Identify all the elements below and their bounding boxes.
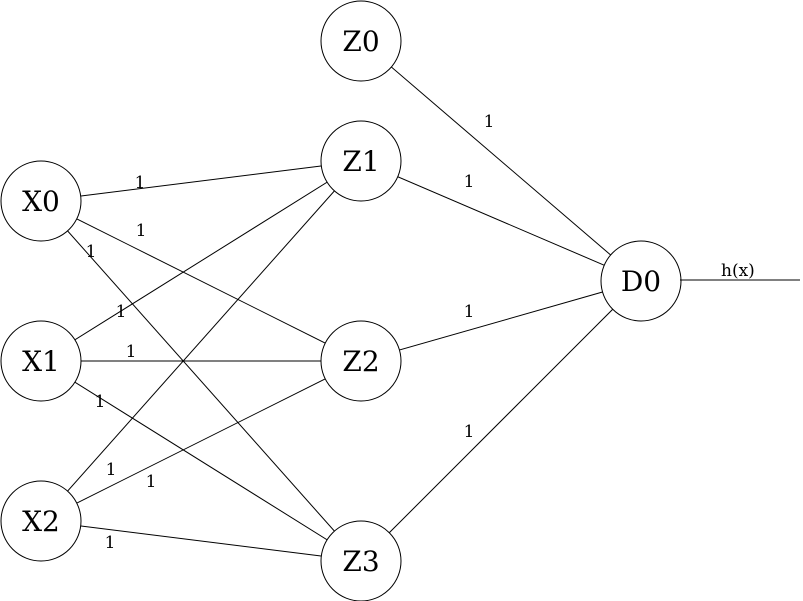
weight-label-z1-d0: 1	[464, 172, 475, 192]
weights-layer: 1 1 1 1 1 1 1 1 1 1 1 1 1	[86, 112, 495, 553]
node-label: Z0	[342, 25, 379, 58]
edge-x2-z1	[40, 160, 362, 522]
edge-x2-z3	[40, 520, 362, 562]
node-z0: Z0	[320, 0, 402, 82]
edge-x1-z3	[40, 360, 362, 562]
node-circle	[0, 480, 82, 562]
node-circle	[320, 520, 402, 601]
weight-label-z2-d0: 1	[464, 302, 475, 322]
edge-z3-d0	[360, 280, 642, 562]
node-z3: Z3	[320, 520, 402, 601]
weight-label-x0-z2: 1	[136, 221, 147, 241]
node-label: X2	[22, 505, 60, 538]
weight-label-x0-z1: 1	[135, 173, 146, 193]
node-circle	[320, 120, 402, 202]
edge-z0-d0	[360, 40, 642, 282]
weight-label-z0-d0: 1	[484, 112, 495, 132]
output-label: h(x)	[721, 261, 755, 281]
edge-z1-d0	[360, 160, 642, 282]
node-circle	[0, 320, 82, 402]
node-label: X0	[22, 185, 60, 218]
edge-z2-d0	[360, 280, 642, 362]
node-x1: X1	[0, 320, 82, 402]
node-label: Z3	[342, 545, 379, 578]
weight-label-z3-d0: 1	[464, 422, 475, 442]
node-label: Z1	[342, 145, 379, 178]
node-label: D0	[621, 265, 661, 298]
weight-label-x0-z3: 1	[86, 242, 97, 262]
node-label: X1	[22, 345, 60, 378]
weight-label-x2-z2: 1	[146, 472, 157, 492]
node-circle	[0, 160, 82, 242]
edge-x0-z1	[40, 160, 362, 202]
weight-label-x2-z1: 1	[106, 460, 117, 480]
edge-x2-z2	[40, 360, 362, 522]
node-x2: X2	[0, 480, 82, 562]
node-circle	[320, 0, 402, 82]
weight-label-x1-z3: 1	[95, 392, 106, 412]
edge-x0-z3	[40, 200, 362, 562]
edge-x0-z2	[40, 200, 362, 362]
weight-label-x1-z1: 1	[116, 302, 127, 322]
edges-layer	[40, 40, 642, 562]
weight-label-x1-z2: 1	[126, 342, 137, 362]
node-d0: D0	[600, 240, 682, 322]
node-label: Z2	[342, 345, 379, 378]
weight-label-x2-z3: 1	[105, 533, 116, 553]
node-circle	[320, 320, 402, 402]
output-layer: h(x)	[680, 261, 800, 281]
node-x0: X0	[0, 160, 82, 242]
node-z1: Z1	[320, 120, 402, 202]
node-z2: Z2	[320, 320, 402, 402]
edge-x1-z1	[40, 160, 362, 362]
node-circle	[600, 240, 682, 322]
